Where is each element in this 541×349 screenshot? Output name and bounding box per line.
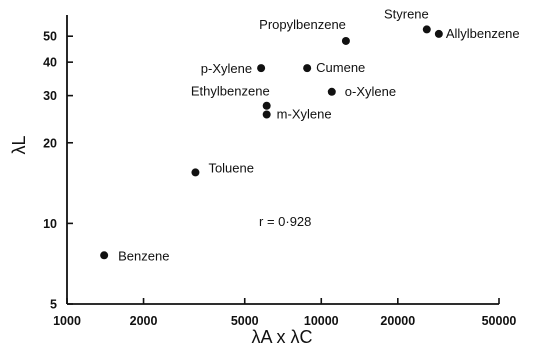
data-point <box>262 110 271 119</box>
correlation-annotation: r = 0·928 <box>259 214 311 229</box>
data-point <box>422 25 431 34</box>
x-tick-label: 20000 <box>380 314 415 328</box>
point-label: m-Xylene <box>277 107 332 122</box>
data-point <box>341 36 350 45</box>
x-tick-label: 5000 <box>231 314 259 328</box>
point-label: Allylbenzene <box>446 26 520 41</box>
data-point <box>100 251 109 260</box>
data-point <box>257 64 266 73</box>
y-tick-label: 5 <box>50 298 57 312</box>
point-label: p-Xylene <box>201 61 252 76</box>
y-axis-title: λL <box>9 135 29 154</box>
x-tick-label: 10000 <box>304 314 339 328</box>
x-tick-label: 1000 <box>53 314 81 328</box>
data-point <box>191 168 200 177</box>
data-point <box>262 101 271 110</box>
point-label: Benzene <box>118 248 169 263</box>
x-tick-label: 2000 <box>130 314 158 328</box>
x-axis-title: λA x λC <box>251 327 312 347</box>
point-label: Styrene <box>384 6 429 21</box>
data-point <box>303 64 312 73</box>
y-tick-label: 50 <box>43 30 57 44</box>
y-tick-label: 30 <box>43 89 57 103</box>
x-tick-label: 50000 <box>482 314 517 328</box>
point-label: o-Xylene <box>345 84 396 99</box>
point-label: Ethylbenzene <box>191 84 270 99</box>
x-axis-ticks: 1000 2000 5000 10000 20000 50000 <box>53 298 516 328</box>
point-label: Propylbenzene <box>259 17 346 32</box>
y-tick-label: 10 <box>43 217 57 231</box>
y-tick-label: 20 <box>43 136 57 150</box>
point-label: Cumene <box>316 60 365 75</box>
point-label: Toluene <box>208 160 254 175</box>
y-axis-ticks: 5 10 20 30 40 50 <box>43 30 73 312</box>
data-points: Benzene Toluene Ethylbenzene m-Xylene p-Xyle… <box>100 6 520 263</box>
data-point <box>327 87 336 96</box>
data-point <box>434 29 443 38</box>
y-tick-label: 40 <box>43 56 57 70</box>
